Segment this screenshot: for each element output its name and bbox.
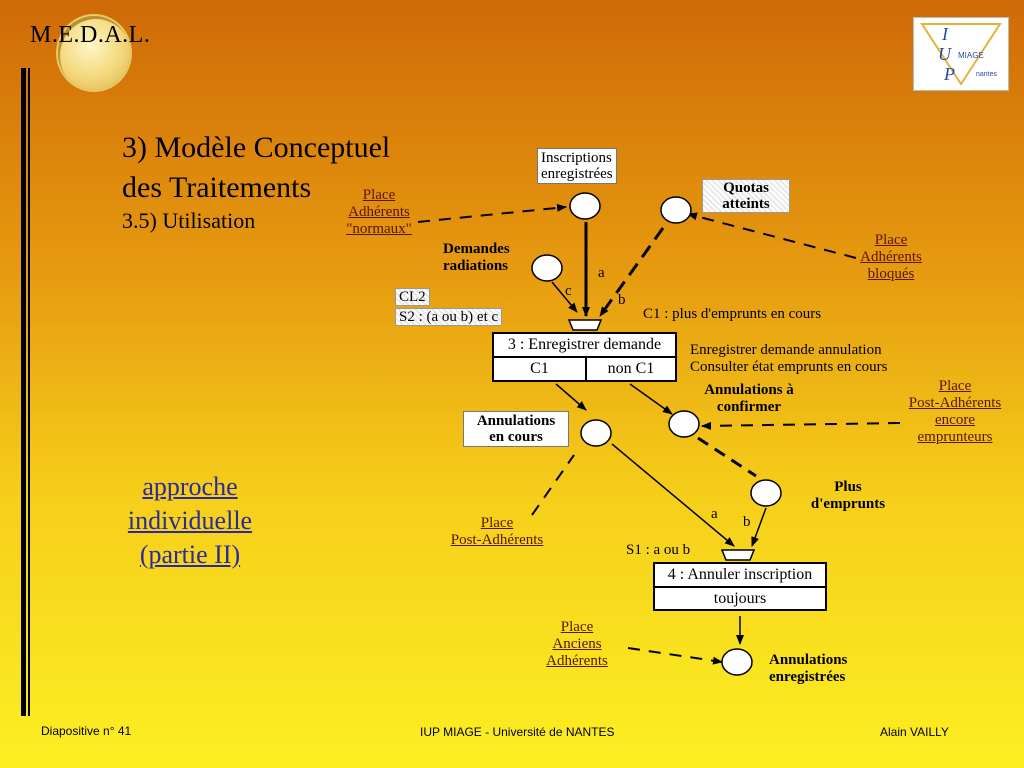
- arc-label-b2: b: [743, 514, 751, 530]
- left-vertical-bar: [21, 68, 26, 716]
- page-subtitle: 3.5) Utilisation: [122, 208, 256, 233]
- c1-definition: C1 : plus d'emprunts en cours: [643, 306, 822, 322]
- s2-label: S2 : (a ou b) et c: [395, 308, 503, 326]
- sync-s2-icon: [567, 319, 603, 331]
- event-quotas-label: Quotas atteints: [702, 179, 790, 213]
- page-title: 3) Modèle Conceptuel des Traitements: [122, 128, 390, 208]
- arc-label-c1: c: [565, 283, 572, 299]
- event-quotas-circle: [660, 196, 692, 224]
- footer-slide-number: Diapositive n° 41: [41, 724, 132, 738]
- arc-a-annulcours-op4: [611, 443, 735, 547]
- logo-word-miage: MIAGE: [958, 51, 984, 60]
- place-anciens: Place Anciens Adhérents: [546, 619, 608, 669]
- place-normaux: Place Adhérents "normaux": [346, 187, 412, 237]
- operation-3-c1: C1: [494, 358, 587, 380]
- place-bloques: Place Adhérents bloqués: [860, 232, 922, 282]
- sync-s1-icon: [720, 549, 756, 561]
- arc-b-plus-op4: [751, 507, 767, 547]
- arc-label-b1: b: [618, 292, 626, 308]
- logo-letter-u: U: [938, 44, 952, 64]
- event-demandes-circle: [531, 254, 563, 282]
- iup-miage-logo: I U P MIAGE nantes: [913, 17, 1009, 91]
- operation-3-description: Enregistrer demande annulation Consulter…: [690, 342, 888, 375]
- logo-letter-p: P: [943, 64, 955, 84]
- cl2-label: CL2: [395, 288, 430, 306]
- arc-b-quotas-op3: [598, 227, 665, 317]
- arc-bloques-quotas: [687, 212, 857, 259]
- arc-op3-annulcours: [555, 383, 587, 411]
- arc-label-a2: a: [711, 506, 718, 522]
- page-title-line1: 3) Modèle Conceptuel: [122, 131, 391, 164]
- operation-3-title: 3 : Enregistrer demande: [494, 334, 675, 358]
- footer-university: IUP MIAGE - Université de NANTES: [420, 725, 615, 739]
- arc-anciens-annulenreg: [627, 647, 723, 665]
- operation-3-box: 3 : Enregistrer demande C1 non C1: [492, 332, 677, 382]
- approche-line2: individuelle: [127, 506, 253, 535]
- arc-c-demandes-op3: [551, 281, 578, 313]
- operation-4-title: 4 : Annuler inscription: [655, 564, 825, 588]
- left-vertical-bar-thin: [28, 68, 30, 716]
- page-title-line2: des Traitements: [122, 171, 312, 204]
- operation-4-box: 4 : Annuler inscription toujours: [653, 562, 827, 611]
- arc-encore-annulconfirmer: [701, 421, 901, 430]
- arc-op3-annulconfirmer: [629, 383, 673, 415]
- brand-title: M.E.D.A.L.: [30, 22, 151, 48]
- event-annulconfirmer-circle: [668, 410, 700, 438]
- event-annulcours-label: Annulations en cours: [463, 411, 569, 447]
- event-plus-circle: [750, 479, 782, 507]
- arc-label-a1: a: [598, 265, 605, 281]
- event-inscriptions-circle: [569, 192, 601, 220]
- s1-label: S1 : a ou b: [626, 542, 691, 558]
- logo-word-nantes: nantes: [976, 71, 998, 78]
- approche-link[interactable]: approche individuelle (partie II): [110, 470, 270, 572]
- footer-author: Alain VAILLY: [880, 725, 949, 739]
- event-demandes-label: Demandes radiations: [443, 241, 510, 274]
- place-encore-emprunteurs: Place Post-Adhérents encore emprunteurs: [908, 378, 1002, 445]
- place-post-adherents: Place Post-Adhérents: [450, 515, 544, 548]
- event-annulcours-circle: [580, 419, 612, 447]
- event-inscriptions-label: Inscriptions enregistrées: [537, 148, 617, 184]
- event-annulenreg-label: Annulations enregistrées: [769, 652, 848, 685]
- event-annulenreg-circle: [721, 648, 753, 676]
- arc-post-annulcours: [531, 454, 575, 516]
- arc-annulconfirmer-plus: [697, 436, 757, 478]
- logo-letter-i: I: [941, 24, 949, 44]
- arc-normaux-inscriptions: [417, 203, 567, 223]
- operation-4-toujours: toujours: [713, 590, 767, 607]
- operation-3-nonc1: non C1: [607, 360, 655, 377]
- event-plus-label: Plus d'emprunts: [810, 479, 886, 512]
- medal-coin-image: [58, 16, 130, 90]
- event-annulconfirmer-label: Annulations à confirmer: [704, 382, 794, 415]
- approche-line3: (partie II): [139, 540, 241, 569]
- approche-line1: approche: [142, 472, 238, 501]
